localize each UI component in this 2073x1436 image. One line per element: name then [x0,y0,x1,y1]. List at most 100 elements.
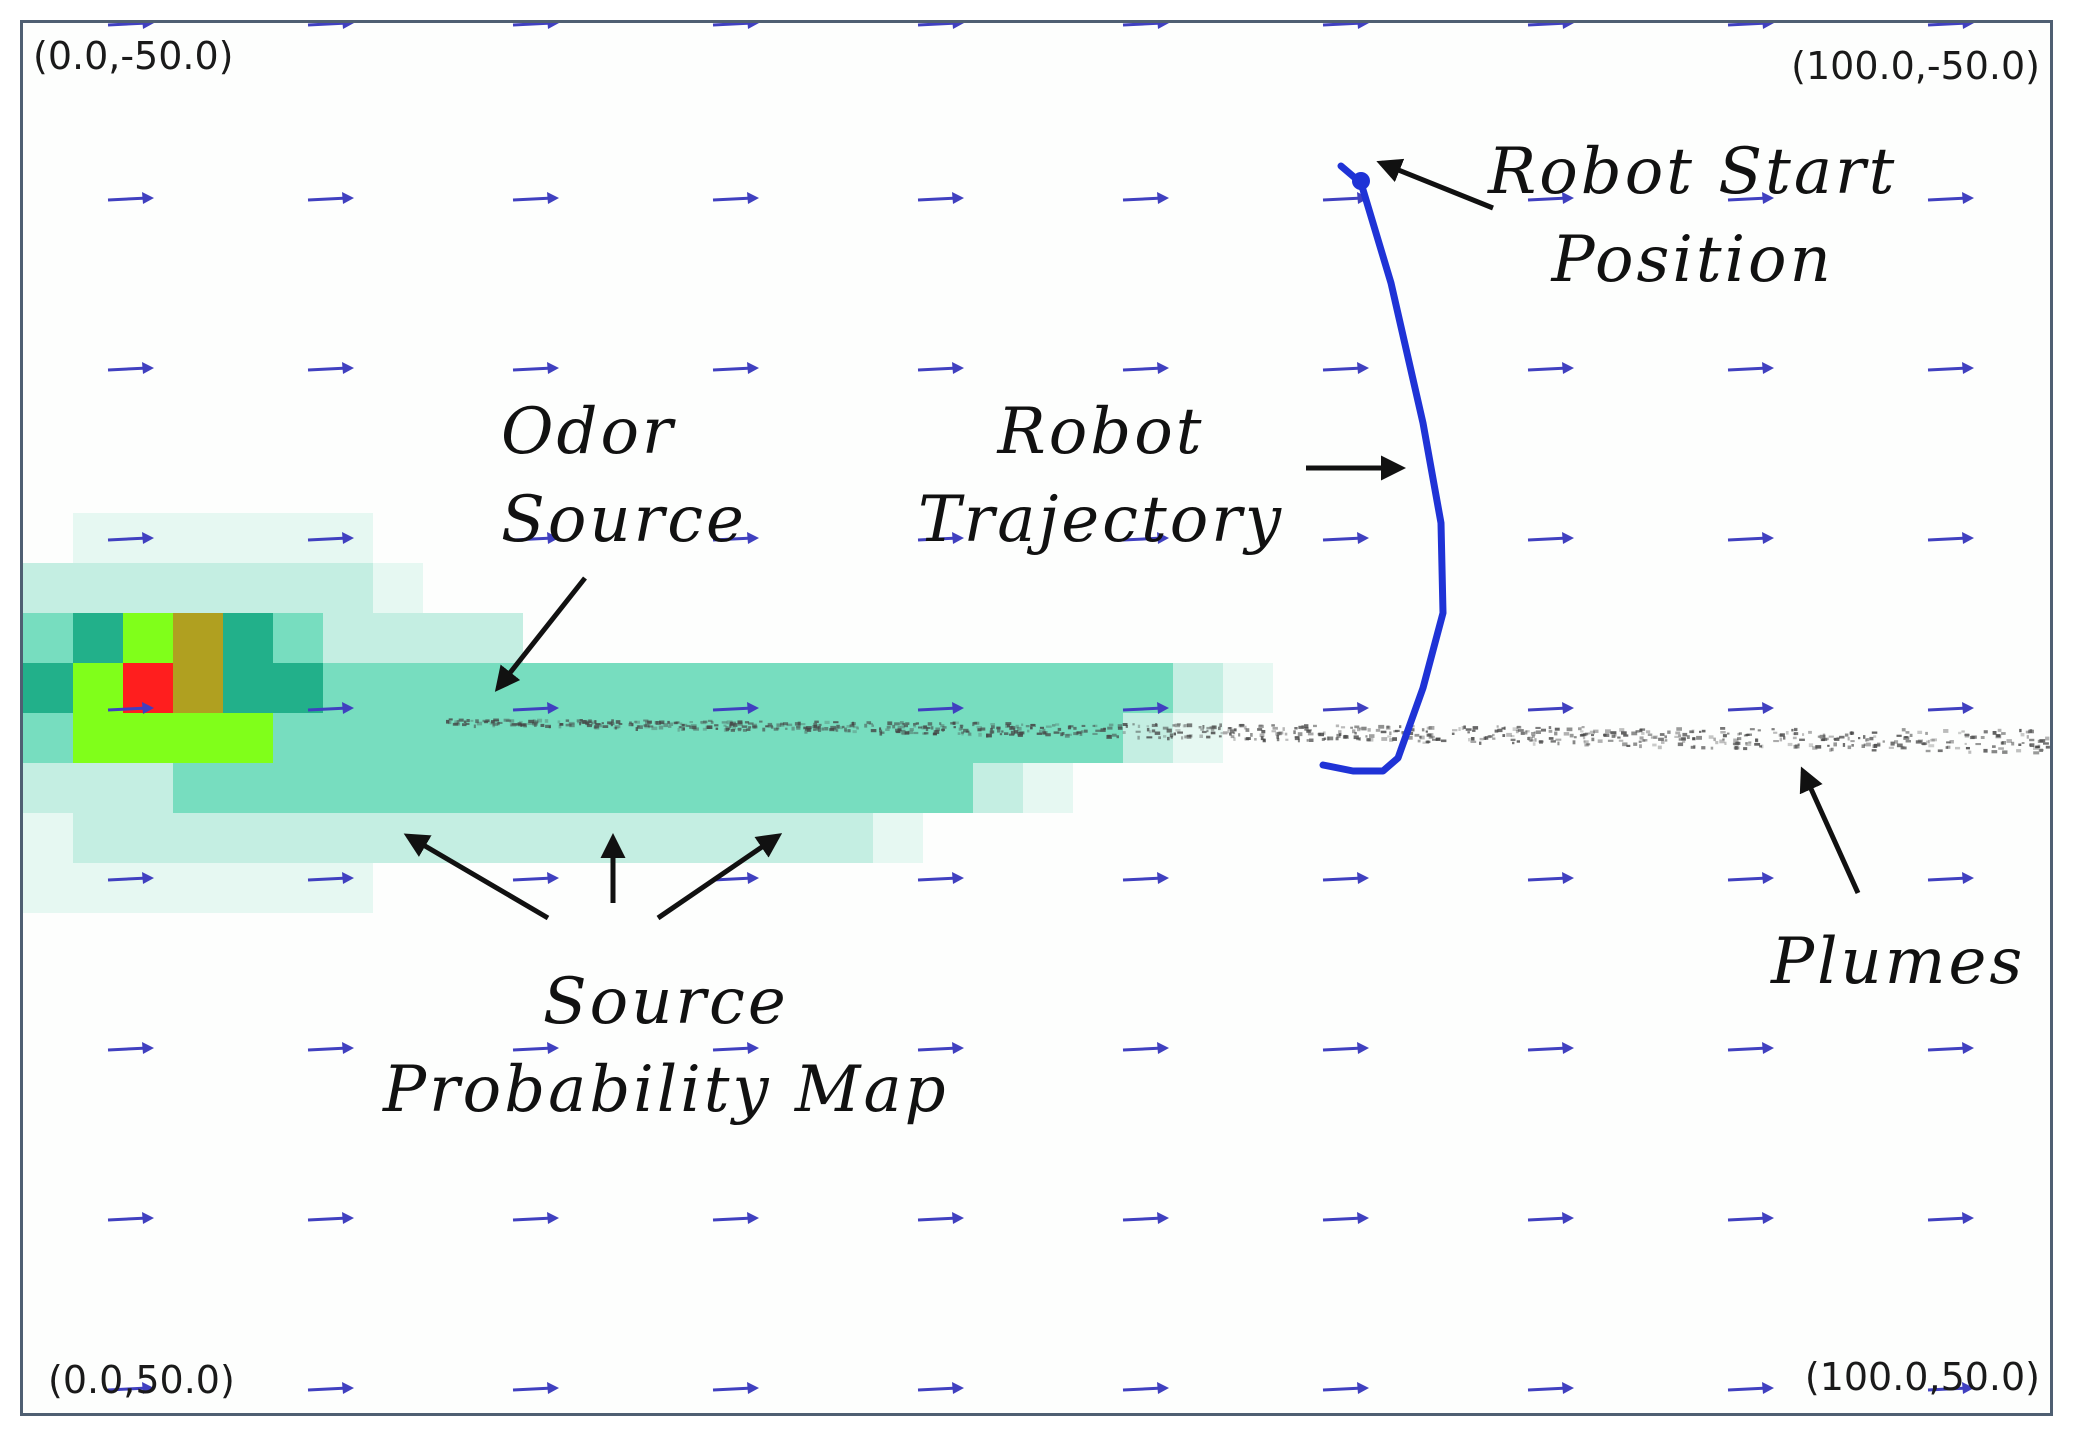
plume-particle [986,733,989,738]
plume-particle [558,724,562,729]
plume-particle [643,724,647,727]
probability-cell [173,513,223,563]
plume-particle [628,723,634,727]
plume-particle [611,719,614,723]
plume-particle [1580,734,1585,737]
plume-particle [1076,731,1082,734]
plume-particle [1060,732,1064,737]
plume-particle [1563,732,1570,736]
plume-particle [1761,744,1764,749]
plume-particle [1693,744,1696,749]
plume-particle [1428,733,1434,737]
robot-trajectory-path [1319,162,1447,775]
plume-particle [1259,724,1263,727]
plume-particle [1847,736,1850,741]
plume-particle [677,728,680,732]
plume-particle [714,724,719,727]
plume-particle [1210,731,1216,735]
plume-particle [737,720,743,725]
plume-particle [746,728,751,731]
plume-particle [1903,736,1910,740]
plume-particle [794,722,801,726]
plume-particle [1701,746,1706,750]
probability-cell [173,863,223,913]
plume-particle [643,719,649,722]
plume-particle [1866,738,1870,742]
label-line: Source [501,483,747,557]
wind-arrow-icon [712,362,759,374]
plume-particle [1261,730,1266,734]
plume-particle [1318,732,1324,737]
plume-particle [1512,727,1519,731]
plume-particle [1278,731,1284,735]
plume-particle [871,724,874,727]
wind-arrow-icon [917,192,964,204]
plume-particle [1708,735,1714,739]
plume-particle [473,724,476,729]
plume-particle [1014,730,1019,734]
plume-particle [990,727,993,731]
plume-particle [1182,724,1186,728]
plume-particle [1737,737,1742,741]
probability-cell [173,713,223,763]
arrow-odor-source [494,576,587,692]
wind-arrow-icon [1727,702,1774,714]
plume-particle [1726,732,1730,735]
plume-particle [1309,738,1314,742]
probability-cell [373,763,423,813]
plume-particle [813,724,817,728]
plume-particle [1901,728,1906,732]
wind-arrow-icon [1727,1212,1774,1224]
plume-particle [1626,744,1631,747]
plume-particle [1743,734,1748,737]
plume-particle [1419,735,1425,740]
wind-arrow-icon [1527,872,1574,884]
probability-cell [173,663,223,713]
plume-particle [1506,732,1512,737]
plume-particle [1425,740,1431,743]
plume-particle [576,719,580,722]
plume-particle [1819,734,1826,739]
plume-particle [1535,726,1541,729]
arrow-plumes [1799,766,1861,895]
plume-particle [583,720,587,724]
plume-particle [935,727,941,732]
plume-particle [1639,744,1642,749]
plume-particle [2039,748,2043,752]
plume-particle [812,725,816,729]
wind-arrow-icon [107,872,154,884]
wind-arrow-icon [712,532,759,544]
plume-particle [1983,730,1988,734]
plume-particle [510,724,517,727]
plume-particle [1605,729,1611,734]
plume-particle [957,732,961,735]
plume-particle [1344,734,1347,739]
plume-particle [1250,733,1253,737]
wind-arrow-icon [1122,1382,1169,1394]
plume-particle [852,725,859,729]
probability-cell [773,713,823,763]
plume-particle [1229,729,1234,734]
plume-particle [1212,725,1216,729]
plume-particle [1834,737,1840,741]
plume-particle [1925,749,1931,753]
plume-particle [2000,741,2004,745]
wind-arrow-icon [1122,1042,1169,1054]
plume-particle [1297,732,1303,737]
probability-cell [723,763,773,813]
plume-particle [1052,724,1056,727]
plume-particle [1010,730,1015,735]
label-line: Plumes [1771,925,2026,999]
plume-particle [1548,726,1552,729]
plume-particle [913,723,916,726]
wind-arrow-icon [1122,23,1169,29]
plume-particle [1100,728,1106,732]
plume-particle [846,725,851,728]
plume-particle [815,726,820,730]
probability-cell [223,813,273,863]
plume-particle [1186,723,1193,728]
plume-particle [892,724,896,729]
plume-particle [1965,747,1970,750]
plume-particle [1158,736,1161,740]
label-line: Robot [997,395,1205,469]
